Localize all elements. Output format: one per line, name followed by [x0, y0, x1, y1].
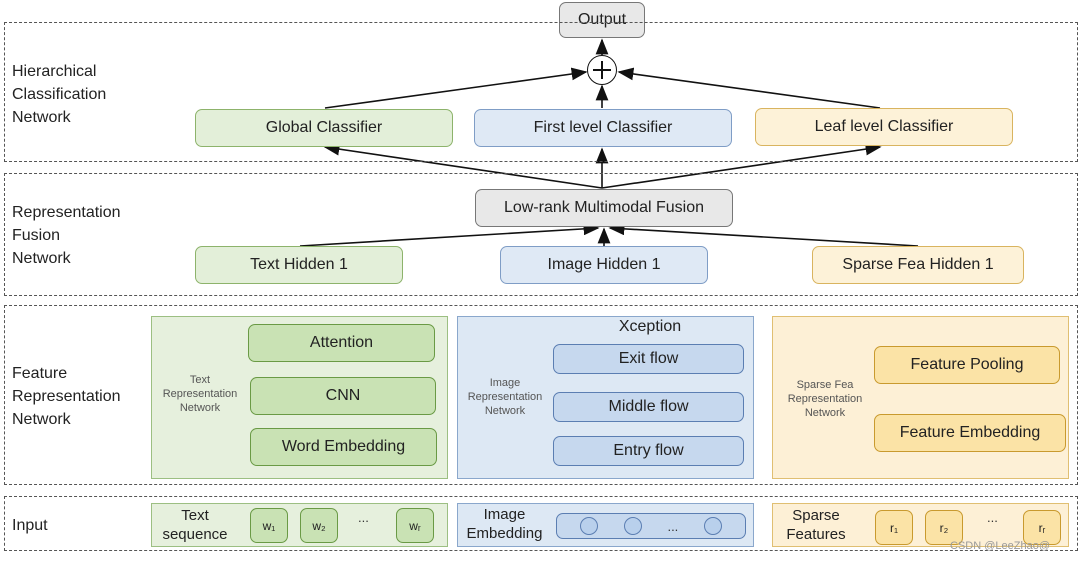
output-box: Output — [559, 2, 645, 38]
entry-flow-block: Entry flow — [553, 436, 744, 466]
text-sequence-label: Text sequence — [162, 507, 228, 543]
sparse-token: r₁ — [875, 510, 913, 545]
text-token: wᵣ — [396, 508, 434, 543]
image-representation-label: Image Representation Network — [467, 377, 543, 417]
input-label: Input — [12, 517, 48, 534]
text-token: w₂ — [300, 508, 338, 543]
embedding-dot — [704, 517, 723, 535]
feature-representation-layer — [4, 305, 1078, 485]
input-layer — [4, 496, 1078, 551]
xception-title: Xception — [618, 318, 682, 335]
feature-embedding-block: Feature Embedding — [874, 414, 1066, 452]
sparse-fea-hidden: Sparse Fea Hidden 1 — [812, 246, 1024, 284]
text-representation-label: Text Representation Network — [162, 374, 238, 414]
feature-representation-label: Feature Representation Network — [12, 365, 121, 428]
sparse-token: r₂ — [925, 510, 963, 545]
sparse-features-panel — [772, 503, 1069, 547]
representation-fusion-layer — [4, 173, 1078, 296]
attention-block: Attention — [248, 324, 435, 362]
exit-flow-block: Exit flow — [553, 344, 744, 374]
image-embedding-label: Image Embedding — [466, 506, 543, 542]
image-hidden: Image Hidden 1 — [500, 246, 708, 284]
sparse-features-label: Sparse Features — [786, 507, 846, 543]
watermark-text: CSDN @LeeZhao@ — [950, 540, 1050, 552]
middle-flow-block: Middle flow — [553, 392, 744, 422]
text-token-ellipsis: ... — [358, 510, 369, 525]
sparse-token-ellipsis: ... — [987, 510, 998, 525]
low-rank-multimodal-fusion: Low-rank Multimodal Fusion — [475, 189, 733, 227]
leaf-level-classifier: Leaf level Classifier — [755, 108, 1013, 146]
text-hidden: Text Hidden 1 — [195, 246, 403, 284]
word-embedding-block: Word Embedding — [250, 428, 437, 466]
hierarchical-classification-layer — [4, 22, 1078, 162]
feature-pooling-block: Feature Pooling — [874, 346, 1060, 384]
sparse-token: rᵣ — [1023, 510, 1061, 545]
representation-fusion-label: Representation Fusion Network — [12, 204, 121, 267]
embedding-dot — [579, 517, 598, 535]
sum-icon — [587, 55, 617, 85]
sparse-representation-label: Sparse Fea Representation Network — [787, 379, 863, 419]
embedding-ellipsis: ... — [667, 518, 679, 534]
embedding-dot — [623, 517, 642, 535]
cnn-block: CNN — [250, 377, 436, 415]
global-classifier: Global Classifier — [195, 109, 453, 147]
hierarchical-classification-label: Hierarchical Classification Network — [12, 63, 107, 126]
text-token: w₁ — [250, 508, 288, 543]
image-embedding-vector: ... — [556, 513, 746, 539]
first-level-classifier: First level Classifier — [474, 109, 732, 147]
